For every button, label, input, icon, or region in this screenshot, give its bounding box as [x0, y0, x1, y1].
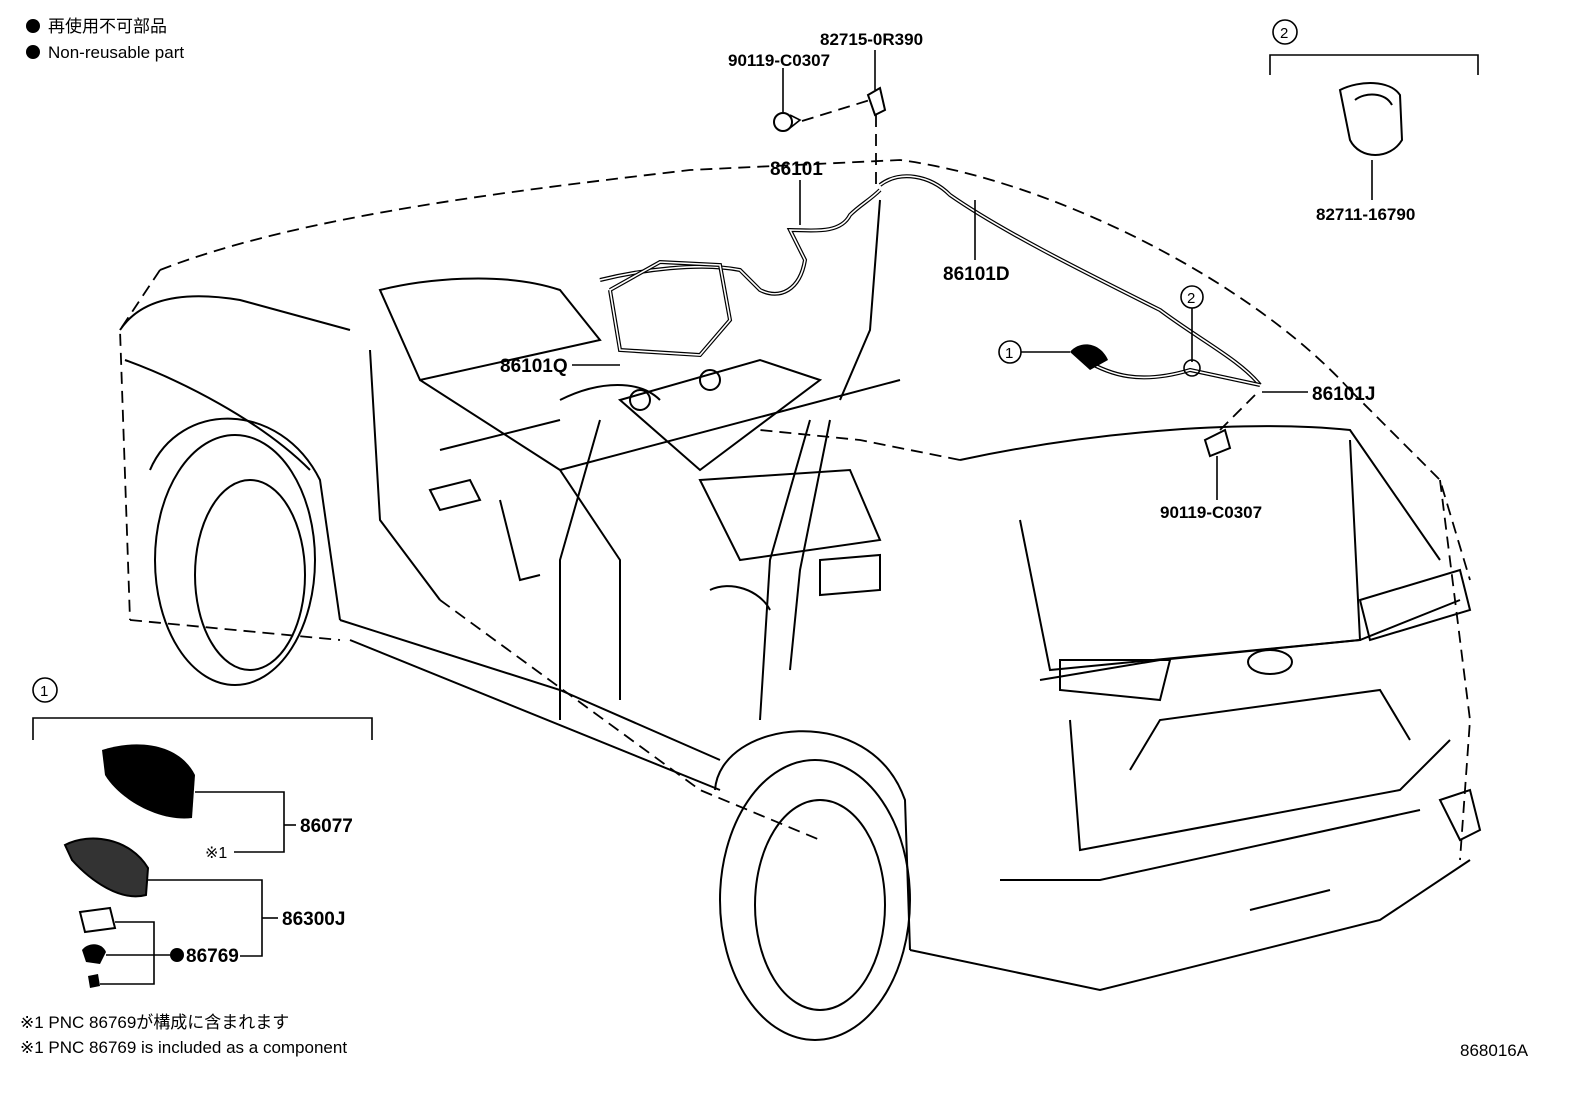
part-82711: 82711-16790	[1316, 205, 1415, 224]
non-reusable-bullet-icon	[170, 948, 184, 962]
part-90119-right: 90119-C0307	[1160, 503, 1262, 522]
detail-callout-1: 1 86077 ※1 86300J 86769	[32, 677, 373, 988]
bolt-icon	[1203, 428, 1232, 458]
vehicle-outline	[119, 159, 1482, 1041]
gasket-icon	[78, 906, 117, 934]
part-86769: 86769	[186, 946, 239, 967]
callout-2-roof-label: 2	[1187, 290, 1195, 307]
detail-callout-2: 2 82711-16790	[1269, 19, 1479, 224]
callout-circle-icon	[1272, 19, 1298, 45]
callout-circle-icon	[32, 677, 58, 703]
harness-86101	[599, 188, 882, 296]
part-86101D: 86101D	[943, 264, 1010, 285]
antenna-cover-icon	[102, 744, 195, 819]
bolt-right-group	[1203, 394, 1256, 500]
harness-86101D	[878, 174, 1262, 387]
bracket-icon	[866, 86, 887, 117]
legend-bullet-icon	[26, 45, 40, 59]
footnote-ja: ※1 PNC 86769が構成に含まれます	[20, 1013, 289, 1032]
legend-bullet-icon	[26, 19, 40, 33]
clip-icon	[1338, 82, 1404, 156]
part-86101Q: 86101Q	[500, 356, 568, 377]
ref-mark: ※1	[205, 845, 227, 862]
bolt-top-group	[773, 50, 887, 185]
nut-icon	[82, 944, 106, 964]
part-90119-top: 90119-C0307	[728, 51, 830, 70]
part-86101J: 86101J	[1312, 384, 1375, 405]
callout-2-label: 2	[1280, 25, 1288, 42]
antenna-icon	[1070, 344, 1108, 370]
part-86077: 86077	[300, 816, 353, 837]
callout-1-label: 1	[40, 683, 48, 700]
part-86101: 86101	[770, 159, 823, 180]
wire-harness-group	[599, 174, 1262, 387]
bolt-icon	[773, 112, 793, 132]
legend-ja: 再使用不可部品	[48, 16, 167, 36]
part-82715: 82715-0R390	[820, 30, 923, 49]
part-86300J: 86300J	[282, 909, 345, 930]
screw-icon	[88, 974, 100, 988]
legend-en: Non-reusable part	[48, 43, 184, 62]
figure-id: 868016A	[1460, 1041, 1529, 1060]
footnote-en: ※1 PNC 86769 is included as a component	[20, 1038, 347, 1057]
antenna-body-icon	[63, 837, 150, 898]
callout-1-roof-label: 1	[1005, 345, 1013, 362]
